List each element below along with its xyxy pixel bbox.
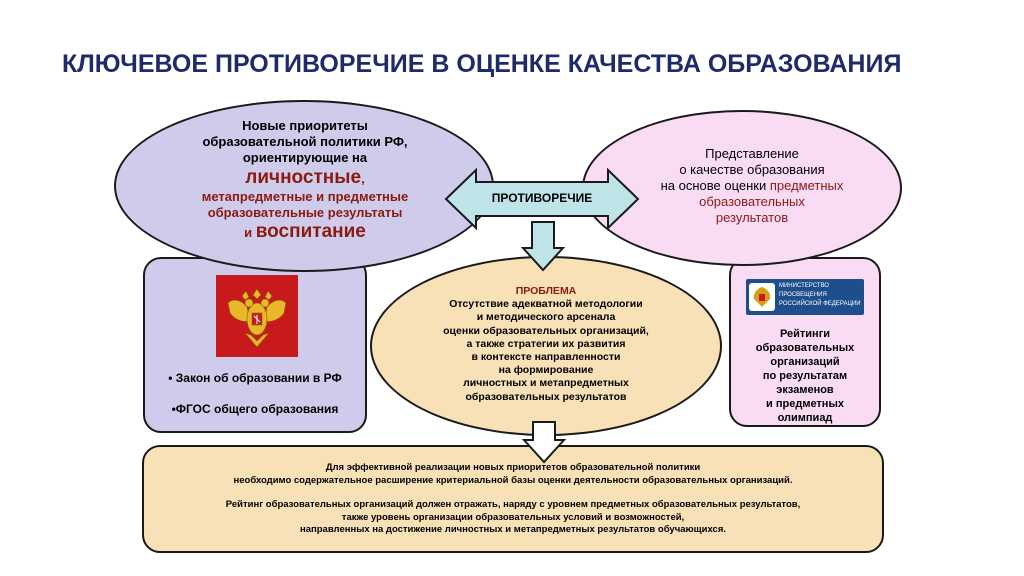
and-word: и: [244, 225, 253, 241]
problem-line: образовательных результатов: [465, 390, 627, 403]
ministry-logo: МИНИСТЕРСТВО ПРОСВЕЩЕНИЯ РОССИЙСКОЙ ФЕДЕ…: [746, 279, 864, 315]
problem-line: в контексте направленности: [471, 351, 621, 364]
subject-word: предметных: [769, 178, 844, 193]
conclusion-line: направленных на достижение личностных и …: [299, 524, 726, 535]
russian-coat-of-arms-icon: [216, 275, 298, 357]
new-priorities-ellipse: [114, 100, 494, 272]
ministry-logo-line: ПРОСВЕЩЕНИЯ: [779, 292, 827, 298]
problem-line: и методического арсенала: [476, 311, 616, 324]
ratings-line: организаций: [770, 356, 840, 368]
fgos-item: •ФГОС общего образования: [171, 402, 339, 416]
ratings-line: и предметных: [766, 398, 844, 410]
ratings-line: экзаменов: [776, 384, 834, 396]
text-line: образовательной политики РФ,: [202, 133, 408, 149]
text-line: метапредметные и предметные: [201, 188, 409, 204]
conclusion-box: Для эффективной реализации новых приорит…: [142, 445, 884, 553]
quality-view-text: Представление о качестве образования на …: [612, 146, 892, 226]
down-arrow-icon: [521, 221, 565, 272]
ministry-logo-line: МИНИСТЕРСТВО: [779, 283, 829, 289]
comma: ,: [361, 170, 365, 186]
personal-word: личностные: [245, 166, 362, 188]
problem-line: а также стратегии их развития: [466, 337, 626, 350]
text-line: образовательные результаты: [207, 204, 403, 220]
personal-line: личностные,: [150, 166, 460, 189]
conclusion-line: Для эффективной реализации новых приорит…: [325, 462, 701, 473]
text-line: Новые приоритеты: [242, 118, 368, 133]
problem-heading: ПРОБЛЕМА: [515, 285, 577, 297]
quality-view-ellipse: [582, 110, 902, 266]
page-title: КЛЮЧЕВОЕ ПРОТИВОРЕЧИЕ В ОЦЕНКЕ КАЧЕСТВА …: [62, 50, 902, 78]
problem-line: оценки образовательных организаций,: [443, 324, 649, 337]
ratings-box: МИНИСТЕРСТВО ПРОСВЕЩЕНИЯ РОССИЙСКОЙ ФЕДЕ…: [729, 257, 881, 427]
ratings-line: олимпиад: [777, 412, 833, 424]
ministry-logo-line: РОССИЙСКОЙ ФЕДЕРАЦИИ: [779, 301, 861, 307]
upbringing-line: и воспитание: [150, 220, 460, 243]
contradiction-label: ПРОТИВОРЕЧИЕ: [491, 191, 593, 205]
conclusion-line: Рейтинг образовательных организаций долж…: [225, 499, 801, 510]
paragraph-gap: [144, 487, 882, 499]
problem-line: на формирование: [498, 364, 594, 377]
text-line: результатов: [715, 210, 789, 225]
text-line: Представление: [705, 146, 799, 161]
down-arrow-icon: [522, 421, 566, 464]
ratings-text: Рейтинги образовательных организаций по …: [731, 327, 879, 425]
contradiction-double-arrow: [444, 168, 640, 230]
ratings-line: Рейтинги: [779, 328, 831, 340]
text-fragment: на основе оценки: [660, 178, 767, 193]
law-box: • Закон об образовании в РФ •ФГОС общего…: [143, 257, 367, 433]
new-priorities-text: Новые приоритеты образовательной политик…: [150, 118, 460, 244]
ministry-emblem-icon: [749, 283, 775, 311]
problem-line: Отсутствие адекватной методологии: [449, 298, 643, 311]
conclusion-line: также уровень организации образовательны…: [341, 511, 685, 523]
problem-line: личностных и метапредметных: [463, 377, 629, 390]
conclusion-line: необходимо содержательное расширение кри…: [233, 474, 793, 486]
text-line: о качестве образования: [679, 162, 825, 177]
text-line: ориентирующие на: [242, 149, 368, 165]
conclusion-text: Для эффективной реализации новых приорит…: [144, 462, 882, 537]
ratings-line: образовательных: [755, 342, 855, 354]
ratings-line: по результатам: [762, 370, 848, 382]
upbringing-word: воспитание: [255, 221, 366, 243]
text-line: на основе оценки предметных: [612, 178, 892, 194]
problem-text: ПРОБЛЕМА Отсутствие адекватной методолог…: [390, 285, 702, 404]
law-item: • Закон об образовании в РФ: [168, 371, 342, 385]
text-line: образовательных: [699, 194, 805, 209]
